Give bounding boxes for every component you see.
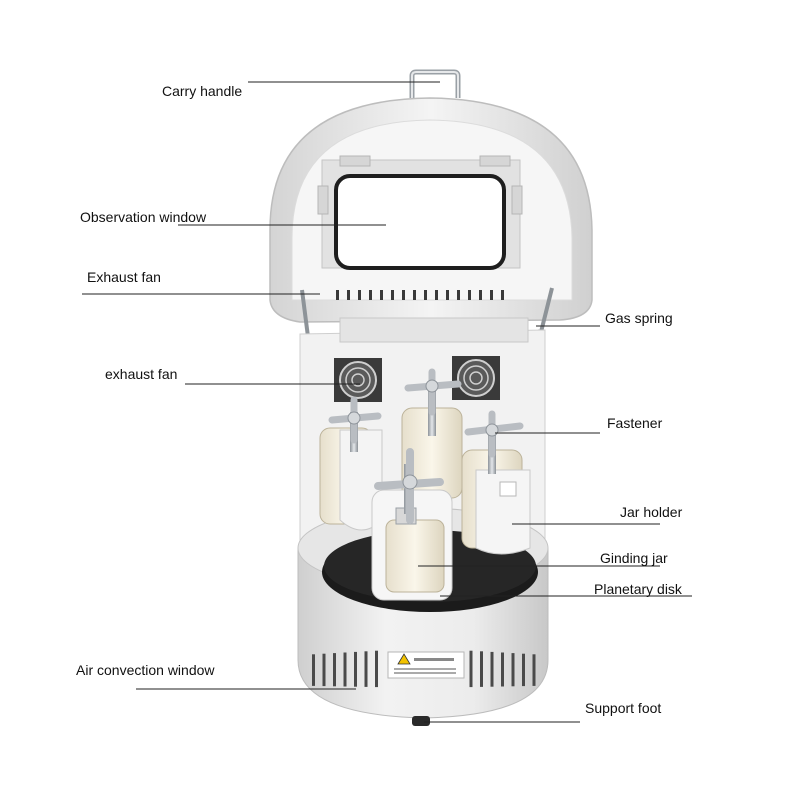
grinding-jar-back-left: [319, 427, 383, 531]
exhaust-fan-left: [334, 358, 382, 402]
leader-lines: [82, 81, 692, 723]
vent-slot: [446, 290, 449, 300]
vent-slot: [479, 290, 482, 300]
fastener-left: [328, 396, 382, 452]
vent-slot: [457, 290, 460, 300]
label-grinding-jar: Ginding jar: [600, 550, 668, 566]
air-slot: [480, 651, 483, 687]
label-gas-spring: Gas spring: [605, 310, 673, 326]
air-convection-slots: [312, 650, 536, 688]
lid-vent-slots: [336, 290, 504, 300]
vent-slot: [413, 290, 416, 300]
label-exhaust-fan-top: Exhaust fan: [87, 269, 161, 285]
warning-label: [387, 651, 465, 679]
vent-slot: [380, 290, 383, 300]
grinding-jar-front: [371, 489, 453, 601]
vent-slot: [501, 290, 504, 300]
air-slot: [343, 652, 347, 687]
vent-slot: [391, 290, 394, 300]
vent-slot: [369, 290, 372, 300]
label-jar-holder: Jar holder: [620, 504, 683, 520]
air-slot: [354, 651, 357, 687]
label-support-foot: Support foot: [585, 700, 662, 716]
label-exhaust-fan-lower: exhaust fan: [105, 366, 178, 382]
label-observation-window: Observation window: [80, 209, 207, 225]
air-slot: [364, 651, 368, 687]
air-slot: [501, 652, 504, 687]
air-slot: [469, 650, 473, 688]
vent-slot: [435, 290, 438, 300]
vent-slot: [490, 290, 493, 300]
vent-slot: [336, 290, 339, 300]
vent-slot: [402, 290, 405, 300]
observation-window: [317, 155, 523, 270]
air-slot: [522, 653, 525, 687]
label-air-convection-window: Air convection window: [76, 662, 215, 678]
support-foot: [412, 716, 430, 726]
jar-holder-right: [461, 449, 531, 555]
label-fastener: Fastener: [607, 415, 663, 431]
air-slot: [333, 653, 336, 687]
air-slot: [312, 654, 315, 686]
air-slot: [511, 653, 515, 687]
vent-slot: [468, 290, 471, 300]
label-planetary-disk: Planetary disk: [594, 581, 682, 597]
fastener-center: [404, 368, 462, 436]
air-slot: [375, 650, 378, 688]
exhaust-fan-right: [452, 356, 500, 400]
vent-slot: [424, 290, 427, 300]
vent-slot: [358, 290, 361, 300]
vent-slot: [347, 290, 350, 300]
air-slot: [532, 654, 536, 686]
carry-handle: [409, 69, 461, 98]
fastener-front: [374, 448, 444, 524]
air-slot: [490, 651, 494, 687]
label-carry-handle: Carry handle: [162, 83, 243, 99]
air-slot: [322, 653, 326, 687]
